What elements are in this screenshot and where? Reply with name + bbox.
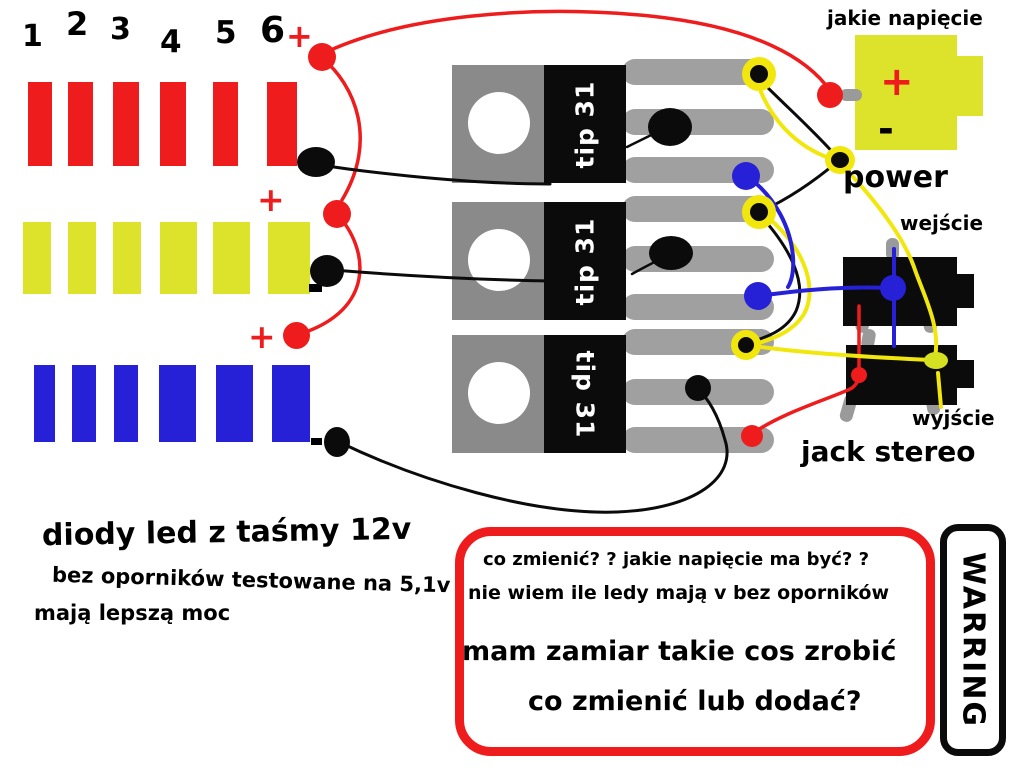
t3-base-dot — [685, 375, 711, 401]
channel-number-4: 4 — [160, 24, 182, 60]
power-plus-dot — [817, 82, 843, 108]
jack-output-red-dot — [851, 367, 867, 383]
t3-collector-dot — [731, 330, 761, 360]
led-bar — [213, 82, 238, 166]
led-bar — [34, 365, 55, 442]
jack-output-tab — [957, 360, 974, 388]
led-bar — [160, 222, 197, 294]
transistor-label: tip 31 — [570, 217, 600, 305]
led-bar — [28, 82, 52, 166]
channel-number-2: 2 — [66, 5, 89, 43]
jack-input-tab — [957, 274, 974, 308]
channel-number-1: 1 — [22, 19, 43, 54]
transistor-tip31-3: tip 31 — [452, 329, 777, 453]
jack-input-blue-dot — [880, 275, 906, 301]
warning-box: WARRING — [940, 524, 1006, 756]
power-connector-tab — [957, 56, 983, 116]
led-bar — [68, 222, 96, 294]
wire-red-plus-chain-1 — [320, 56, 362, 202]
t3-emitter-dot — [741, 425, 763, 447]
led-bar — [268, 222, 310, 294]
power-plus-label: + — [880, 59, 914, 105]
led-bar — [159, 365, 196, 442]
power-label: power — [843, 160, 948, 195]
question-box-line-1: co zmienić? ? jakie napięcie ma być? ? — [483, 549, 870, 570]
t2-collector-dot — [742, 195, 776, 229]
red-strip-plus-label: + — [286, 17, 313, 55]
led-bar — [23, 222, 51, 294]
blue-strip-minus-mark — [311, 438, 322, 445]
question-box-line-4: co zmienić lub dodać? — [528, 686, 862, 717]
yellow-strip-plus-dot — [323, 200, 351, 228]
transistor-tip31-1: tip 31 — [452, 59, 777, 183]
led-bar — [267, 82, 297, 166]
question-box-line-3: mam zamiar takie cos zrobić — [462, 636, 897, 667]
jack-input-label: wejście — [900, 211, 984, 235]
t2-emitter-dot — [744, 282, 772, 310]
led-bar — [72, 365, 96, 442]
question-box-line-2: nie wiem ile ledy mają v bez oporników — [468, 582, 890, 604]
jack-output-label: wyjście — [912, 406, 995, 430]
transistor-mount-hole — [468, 229, 530, 291]
transistor-leg — [622, 109, 774, 135]
transistor-mount-hole — [468, 362, 530, 424]
warning-label: WARRING — [955, 551, 991, 729]
led-bar — [114, 365, 138, 442]
jack-stereo-caption: jack stereo — [801, 435, 976, 468]
led-bar — [160, 82, 186, 166]
transistor-mount-hole — [468, 92, 530, 154]
transistor-leg — [622, 246, 774, 272]
blue-strip-plus-dot — [283, 322, 310, 349]
led-bar — [216, 365, 253, 442]
led-bar — [213, 222, 250, 294]
channel-number-6: 6 — [260, 10, 286, 51]
t1-base-dot — [648, 108, 692, 146]
led-bar — [68, 82, 93, 166]
transistor-body — [544, 202, 626, 320]
transistor-label: tip 31 — [570, 350, 600, 438]
t2-base-dot — [649, 236, 693, 270]
led-bar — [113, 222, 141, 294]
power-question-label: jakie napięcie — [827, 6, 983, 30]
power-minus-label: - — [878, 107, 894, 151]
yellow-strip-plus-label: + — [257, 180, 285, 219]
blue-strip-plus-label: + — [248, 317, 276, 356]
power-pin-stub — [840, 89, 862, 101]
note-line-3: mają lepszą moc — [34, 601, 231, 625]
red-strip-minus-dot — [297, 147, 335, 177]
jack-output-yellow-dot — [924, 352, 948, 369]
led-bar — [113, 82, 139, 166]
transistor-label: tip 31 — [570, 80, 600, 168]
power-connector-block — [855, 35, 957, 150]
transistor-tip31-2: tip 31 — [452, 196, 777, 320]
channel-number-3: 3 — [110, 12, 131, 47]
t1-collector-dot — [742, 57, 776, 91]
blue-strip-minus-dot — [324, 427, 350, 457]
note-line-1: diody led z taśmy 12v — [41, 511, 412, 554]
question-box — [455, 527, 935, 756]
note-line-2: bez oporników testowane na 5,1v — [51, 562, 451, 598]
yellow-strip-minus-dot — [310, 255, 344, 287]
t1-emitter-dot — [732, 162, 760, 190]
led-bar — [272, 365, 310, 442]
channel-number-5: 5 — [215, 15, 237, 51]
